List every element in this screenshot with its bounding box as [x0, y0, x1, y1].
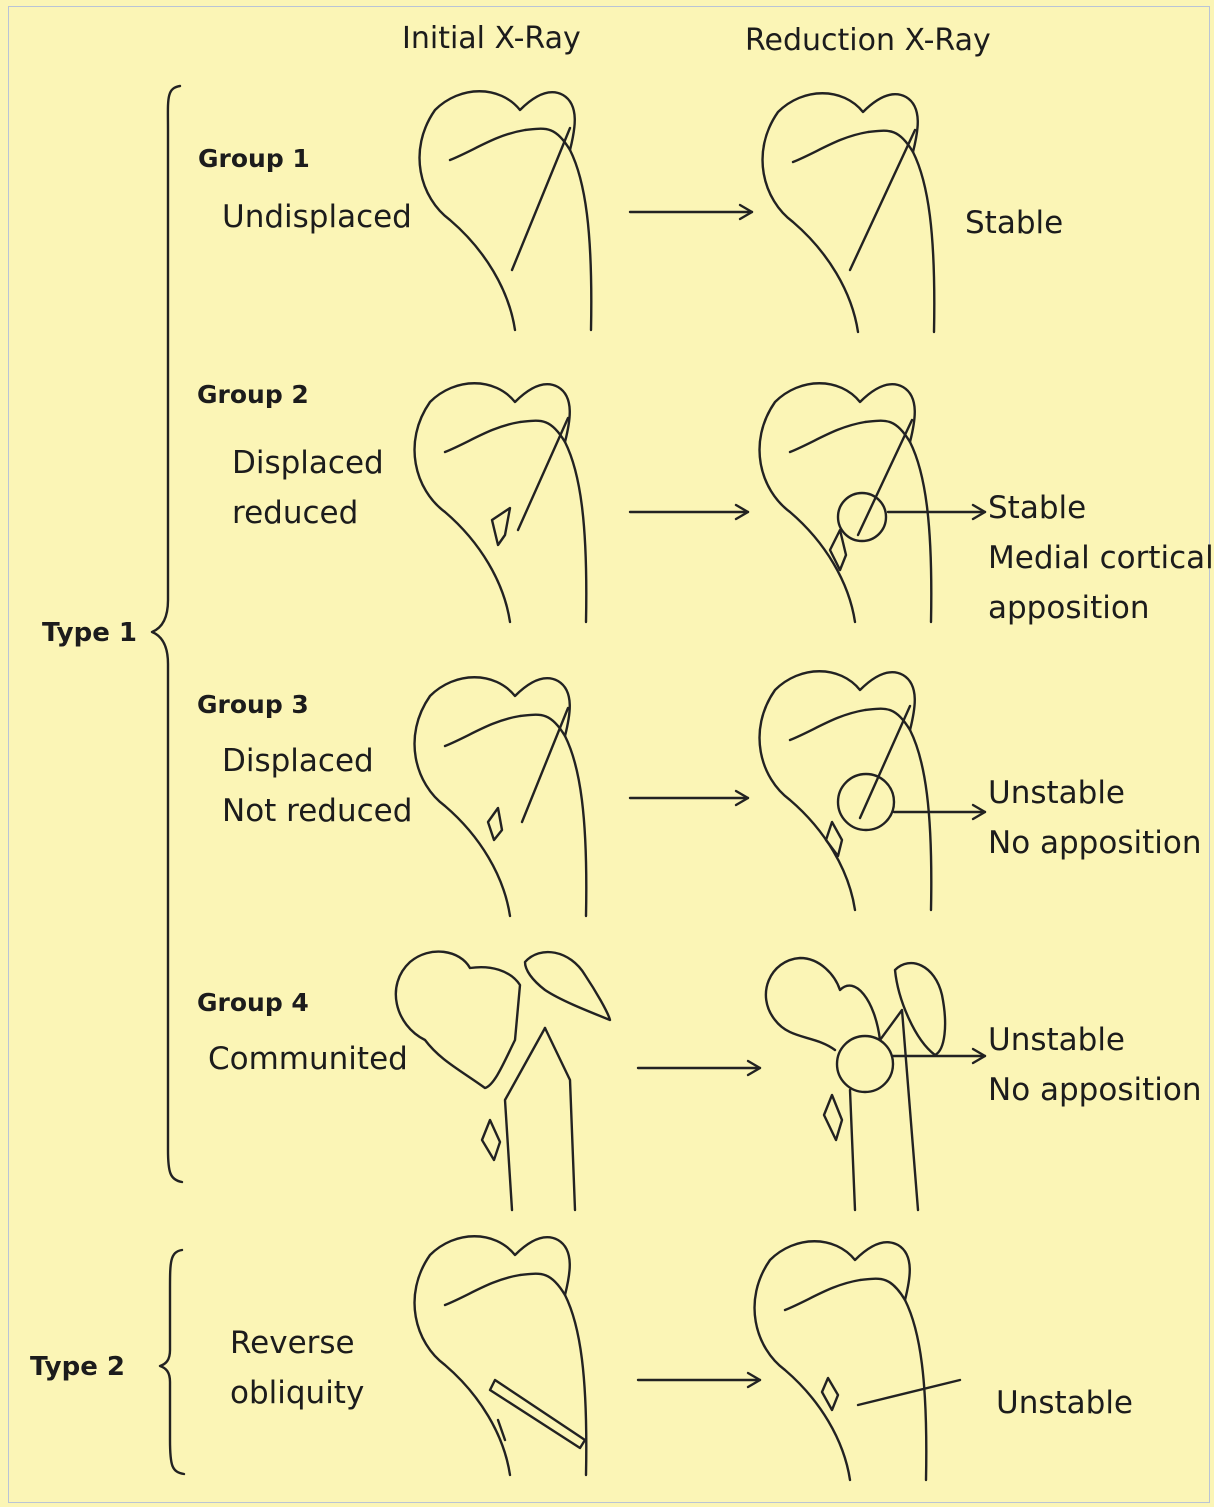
group-3-reduction-femur — [760, 671, 932, 910]
group-4-reduction-femur — [766, 958, 945, 1210]
group-4-initial-femur — [396, 952, 610, 1210]
group-2-reduction-femur — [760, 383, 932, 622]
group-2-initial-femur — [415, 383, 587, 622]
group-3-initial-femur — [415, 677, 587, 916]
type-2-brace — [160, 1250, 184, 1474]
type-2-initial-femur — [415, 1236, 587, 1475]
group-1-initial-femur — [420, 91, 592, 330]
group-1-reduction-femur — [763, 93, 935, 332]
type-1-brace — [152, 86, 182, 1182]
type-2-reduction-femur — [755, 1241, 960, 1480]
